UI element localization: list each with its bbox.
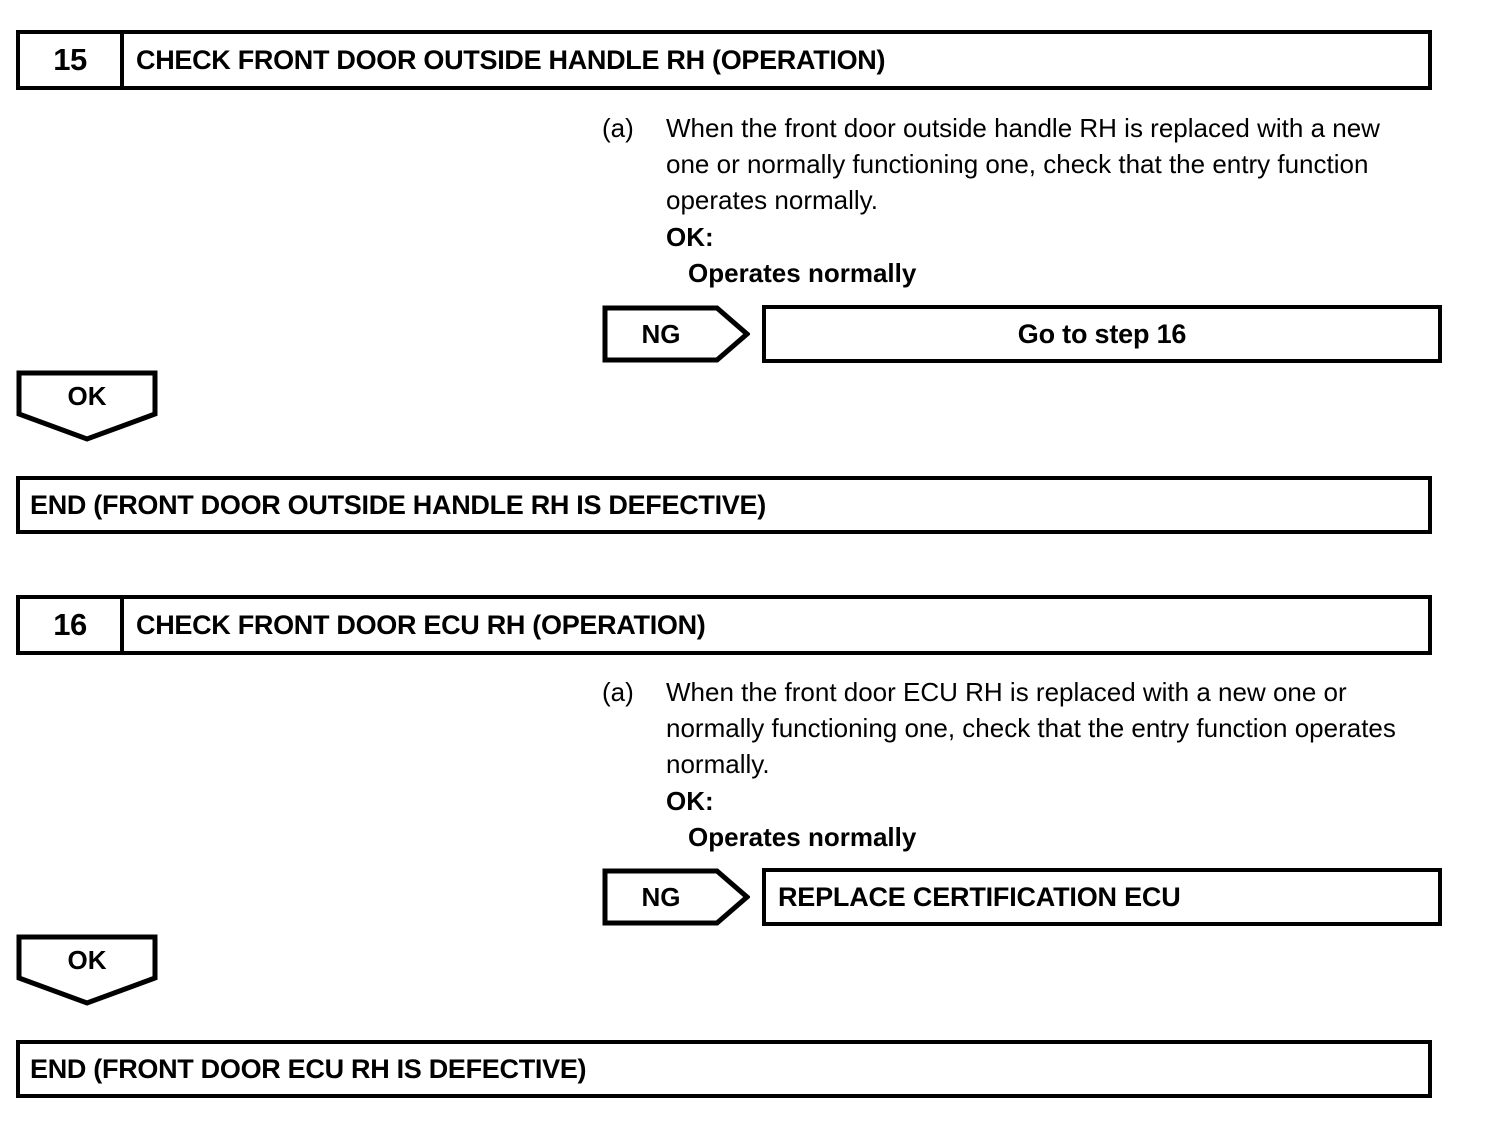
ng-branch-16: NG REPLACE CERTIFICATION ECU (602, 868, 1442, 926)
procedure-text-16a: When the front door ECU RH is replaced w… (666, 674, 1442, 855)
procedure-sentence-15a: When the front door outside handle RH is… (666, 113, 1380, 215)
procedure-marker-15a: (a) (602, 113, 634, 143)
ok-branch-16[interactable]: OK (16, 934, 158, 1006)
end-bar-15: END (FRONT DOOR OUTSIDE HANDLE RH IS DEF… (16, 476, 1432, 534)
ng-tag-15[interactable]: NG (602, 305, 750, 363)
procedure-block-15: (a) When the front door outside handle R… (602, 110, 1442, 291)
procedure-row-16a: (a) When the front door ECU RH is replac… (602, 674, 1442, 855)
procedure-sentence-16a: When the front door ECU RH is replaced w… (666, 677, 1396, 779)
ng-result-box-16[interactable]: REPLACE CERTIFICATION ECU (762, 868, 1442, 926)
step-title-16: CHECK FRONT DOOR ECU RH (OPERATION) (136, 609, 706, 640)
procedure-block-16: (a) When the front door ECU RH is replac… (602, 674, 1442, 855)
ok-pentagon-icon (16, 370, 158, 442)
ok-branch-label-15: OK (67, 380, 107, 411)
ng-arrow-icon (602, 305, 750, 363)
ng-tag-label-16: NG (641, 881, 681, 912)
ng-result-box-15[interactable]: Go to step 16 (762, 305, 1442, 363)
ng-result-label-16: REPLACE CERTIFICATION ECU (778, 881, 1181, 912)
end-label-16: END (FRONT DOOR ECU RH IS DEFECTIVE) (30, 1053, 587, 1084)
ng-result-label-15: Go to step 16 (1017, 318, 1187, 349)
ng-branch-15: NG Go to step 16 (602, 305, 1442, 363)
step-number-16: 16 (20, 599, 124, 651)
procedure-ok-label-15: OK: (666, 222, 714, 252)
procedure-ok-label-16: OK: (666, 786, 714, 816)
ng-tag-label-15: NG (641, 318, 681, 349)
procedure-text-15a: When the front door outside handle RH is… (666, 110, 1442, 291)
procedure-ok-value-16: Operates normally (688, 822, 917, 852)
ok-branch-15[interactable]: OK (16, 370, 158, 442)
procedure-marker-16a: (a) (602, 677, 634, 707)
end-bar-16: END (FRONT DOOR ECU RH IS DEFECTIVE) (16, 1040, 1432, 1098)
ok-pentagon-icon (16, 934, 158, 1006)
step-header-16: 16 CHECK FRONT DOOR ECU RH (OPERATION) (16, 595, 1432, 655)
ng-tag-16[interactable]: NG (602, 868, 750, 926)
procedure-ok-value-15: Operates normally (688, 258, 917, 288)
procedure-row-15a: (a) When the front door outside handle R… (602, 110, 1442, 291)
step-number-15: 15 (20, 34, 124, 86)
ng-arrow-icon (602, 868, 750, 926)
step-title-15: CHECK FRONT DOOR OUTSIDE HANDLE RH (OPER… (136, 44, 886, 75)
step-header-15: 15 CHECK FRONT DOOR OUTSIDE HANDLE RH (O… (16, 30, 1432, 90)
ok-branch-label-16: OK (67, 944, 107, 975)
end-label-15: END (FRONT DOOR OUTSIDE HANDLE RH IS DEF… (30, 489, 766, 520)
